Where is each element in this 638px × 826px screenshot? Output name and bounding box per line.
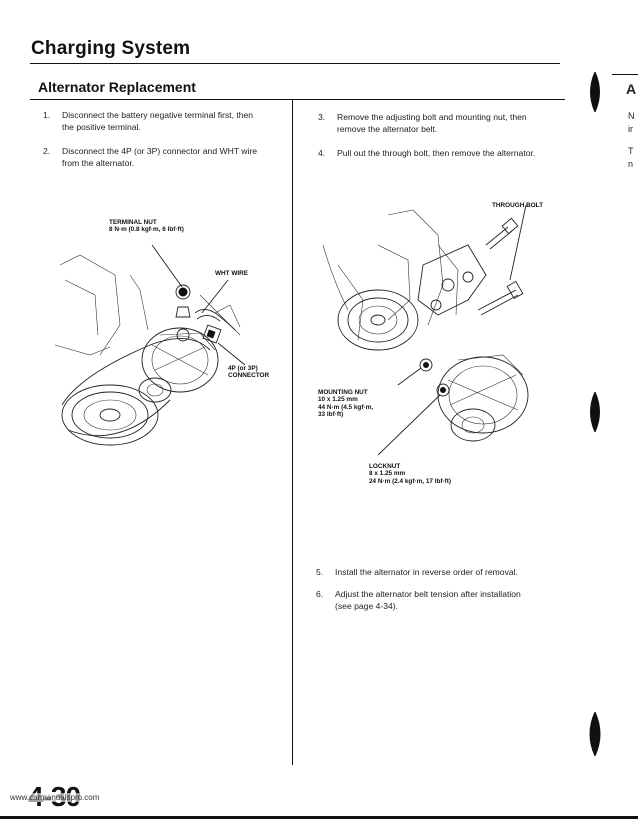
step-number: 6. [316, 589, 324, 599]
step-text: Disconnect the battery negative terminal… [62, 110, 253, 133]
mounting-nut-size: 10 x 1.25 mm [318, 396, 358, 404]
binder-marker-bottom [589, 712, 601, 756]
locknut-label: LOCKNUT 8 x 1.25 mm 24 N·m (2.4 kgf·m, 1… [369, 463, 451, 485]
step-5: 5. Install the alternator in reverse ord… [316, 567, 566, 581]
step-line: remove the alternator belt. [337, 123, 438, 134]
connector-line: 4P (or 3P) [228, 365, 258, 372]
step-line: Disconnect the battery negative terminal… [62, 110, 254, 120]
terminal-nut-title: TERMINAL NUT [109, 219, 157, 226]
step-number: 1. [43, 110, 51, 120]
step-line: Adjust the alternator belt tension after… [335, 589, 521, 599]
step-text: Adjust the alternator belt tension after… [335, 589, 521, 612]
edge-letter-n: N [628, 111, 635, 121]
step-text: Pull out the through bolt, then remove t… [337, 148, 536, 158]
locknut-size: 8 x 1.25 mm [369, 470, 406, 478]
mounting-nut-label: MOUNTING NUT 10 x 1.25 mm 44 N·m (4.5 kg… [318, 389, 373, 419]
edge-letter-a: A [626, 81, 637, 97]
step-number: 5. [316, 567, 324, 577]
subsection-rule [30, 99, 565, 100]
step-text: Remove the adjusting bolt and mounting n… [337, 112, 527, 135]
binder-marker-top [590, 72, 600, 112]
step-number: 4. [318, 148, 326, 158]
step-number: 2. [43, 146, 51, 156]
step-line: Disconnect the 4P (or 3P) connector and … [62, 146, 258, 156]
edge-letter-n2: n [628, 159, 634, 169]
column-divider [292, 100, 293, 765]
step-2: 2. Disconnect the 4P (or 3P) connector a… [43, 146, 288, 172]
step-line: the positive terminal. [62, 121, 141, 132]
step-1: 1. Disconnect the battery negative termi… [43, 110, 288, 136]
subsection-title: Alternator Replacement [38, 79, 196, 95]
watermark: www.carmanualspro.com [10, 793, 100, 802]
connector-label: 4P (or 3P) CONNECTOR [228, 365, 269, 380]
step-line: Remove the adjusting bolt and mounting n… [337, 112, 527, 122]
locknut-title: LOCKNUT [369, 463, 401, 470]
step-line: from the alternator. [62, 157, 135, 168]
wht-wire-label: WHT WIRE [215, 270, 249, 277]
alternator-connection-illustration [54, 244, 246, 446]
footer-rule [0, 816, 638, 819]
mounting-nut-spec: 33 lbf·ft) [318, 411, 344, 419]
edge-rule [612, 74, 638, 75]
connector-line: CONNECTOR [228, 372, 270, 380]
binder-marker-middle [590, 392, 600, 432]
terminal-nut-spec: 8 N·m (0.8 kgf·m, 6 lbf·ft) [109, 226, 184, 234]
mounting-nut-spec: 44 N·m (4.5 kgf·m, [318, 403, 374, 411]
section-rule [30, 63, 560, 65]
alternator-removal-illustration [322, 205, 529, 456]
edge-letter-ir: ir [628, 124, 633, 134]
step-number: 3. [318, 112, 326, 122]
step-text: Disconnect the 4P (or 3P) connector and … [62, 146, 257, 169]
step-3: 3. Remove the adjusting bolt and mountin… [318, 112, 563, 138]
step-4: 4. Pull out the through bolt, then remov… [318, 148, 563, 162]
step-line: (see page 4-34). [335, 600, 399, 611]
mounting-nut-title: MOUNTING NUT [318, 389, 368, 396]
step-text: Install the alternator in reverse order … [335, 567, 518, 577]
section-title: Charging System [31, 38, 191, 59]
terminal-nut-label: TERMINAL NUT 8 N·m (0.8 kgf·m, 6 lbf·ft) [109, 219, 184, 234]
edge-letter-t: T [628, 146, 634, 156]
locknut-spec: 24 N·m (2.4 kgf·m, 17 lbf·ft) [369, 477, 452, 485]
through-bolt-label: THROUGH BOLT [492, 202, 543, 209]
step-6: 6. Adjust the alternator belt tension af… [316, 589, 566, 615]
